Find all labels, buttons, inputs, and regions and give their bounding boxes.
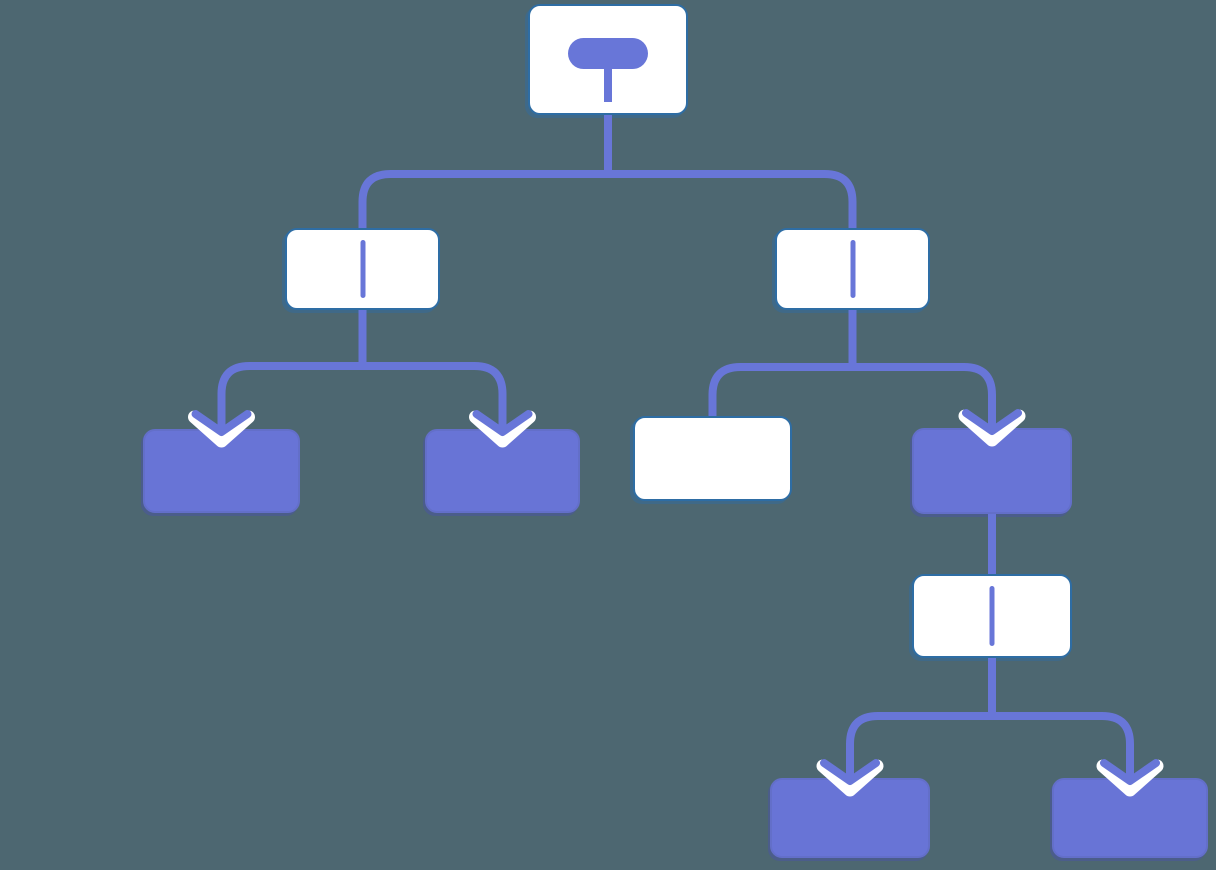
connector-line: [848, 310, 996, 430]
target-node-bottom-2: [1052, 778, 1208, 858]
connector-line: [846, 658, 996, 780]
start-token-icon: [568, 38, 648, 69]
connector-line: [217, 310, 367, 431]
connector-edge: [188, 310, 367, 448]
target-node-left-2: [425, 429, 580, 513]
connector-line: [604, 115, 857, 228]
pass-through-line-icon: [850, 240, 855, 298]
branch-node-left: [285, 228, 440, 310]
branch-node-right: [775, 228, 930, 310]
connector-line: [358, 310, 507, 431]
target-node-mid: [912, 428, 1072, 514]
connector-edge: [816, 658, 996, 797]
connector-edge: [358, 115, 612, 228]
target-node-bottom-1: [770, 778, 930, 858]
connector-line: [358, 115, 612, 228]
root-start-node: [528, 4, 688, 115]
plain-node-right: [633, 416, 792, 501]
connector-edge: [988, 658, 1164, 797]
pass-through-line-icon: [360, 240, 365, 298]
branch-node-bottom: [912, 574, 1072, 658]
connector-edge: [358, 310, 536, 448]
connector-edge: [708, 310, 857, 416]
target-node-left-1: [143, 429, 300, 513]
connector-edge: [848, 310, 1026, 447]
connector-edge: [604, 115, 857, 228]
pass-through-line-icon: [989, 586, 995, 646]
connector-line: [708, 310, 857, 416]
connector-line: [988, 658, 1134, 780]
start-token-stem: [604, 68, 612, 102]
